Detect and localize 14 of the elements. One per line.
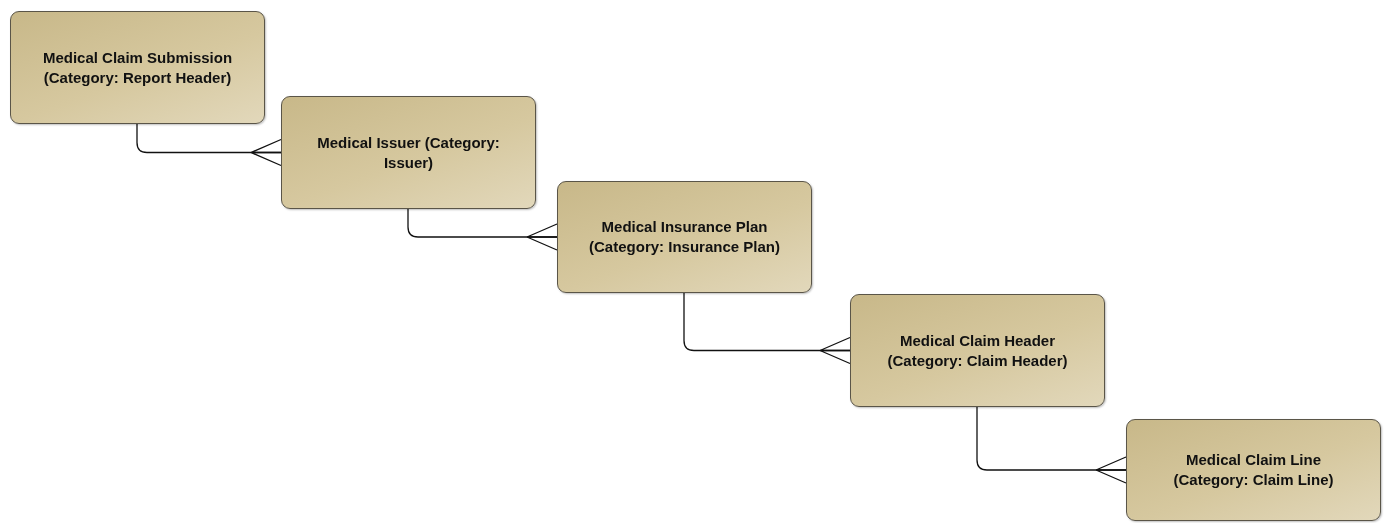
entity-box: [850, 294, 1105, 407]
entity-label: Medical Claim Line (Category: Claim Line): [1172, 450, 1335, 490]
relationship-line: [407, 208, 558, 251]
entity-box: [281, 96, 536, 209]
entity-label: Medical Issuer (Category: Issuer): [316, 132, 501, 173]
entity-label: Medical Claim Header (Category: Claim Header): [886, 330, 1069, 371]
relationship-line: [976, 406, 1127, 484]
entity-box: [557, 181, 812, 293]
entity-label: Medical Insurance Plan (Category: Insurance Plan): [588, 217, 781, 257]
entity-box: [10, 11, 265, 124]
entity-box: [1126, 419, 1381, 521]
relationship-line: [136, 123, 282, 167]
entity-label: Medical Claim Submission (Category: Report Header): [41, 47, 234, 88]
relationship-line: [683, 292, 851, 365]
